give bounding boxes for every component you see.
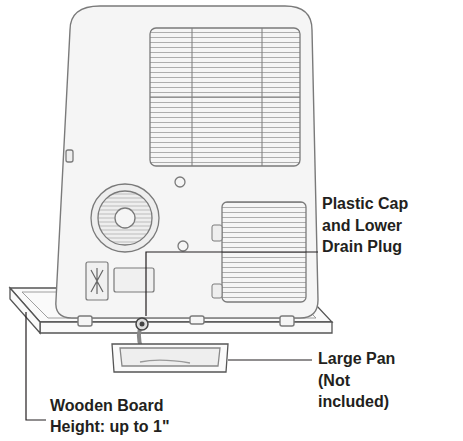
large-pan [112,344,228,372]
leader-lines [26,252,318,420]
exhaust-vent [66,150,188,252]
rating-plate [86,262,154,300]
part-label: Wooden Board Height: up to 1" [50,395,180,438]
upper-grille [150,28,300,166]
unit-body [56,6,318,326]
part-label: Plastic Cap and Lower Drain Plug [322,193,424,258]
part-label: Large Pan (Not included) [318,348,424,413]
